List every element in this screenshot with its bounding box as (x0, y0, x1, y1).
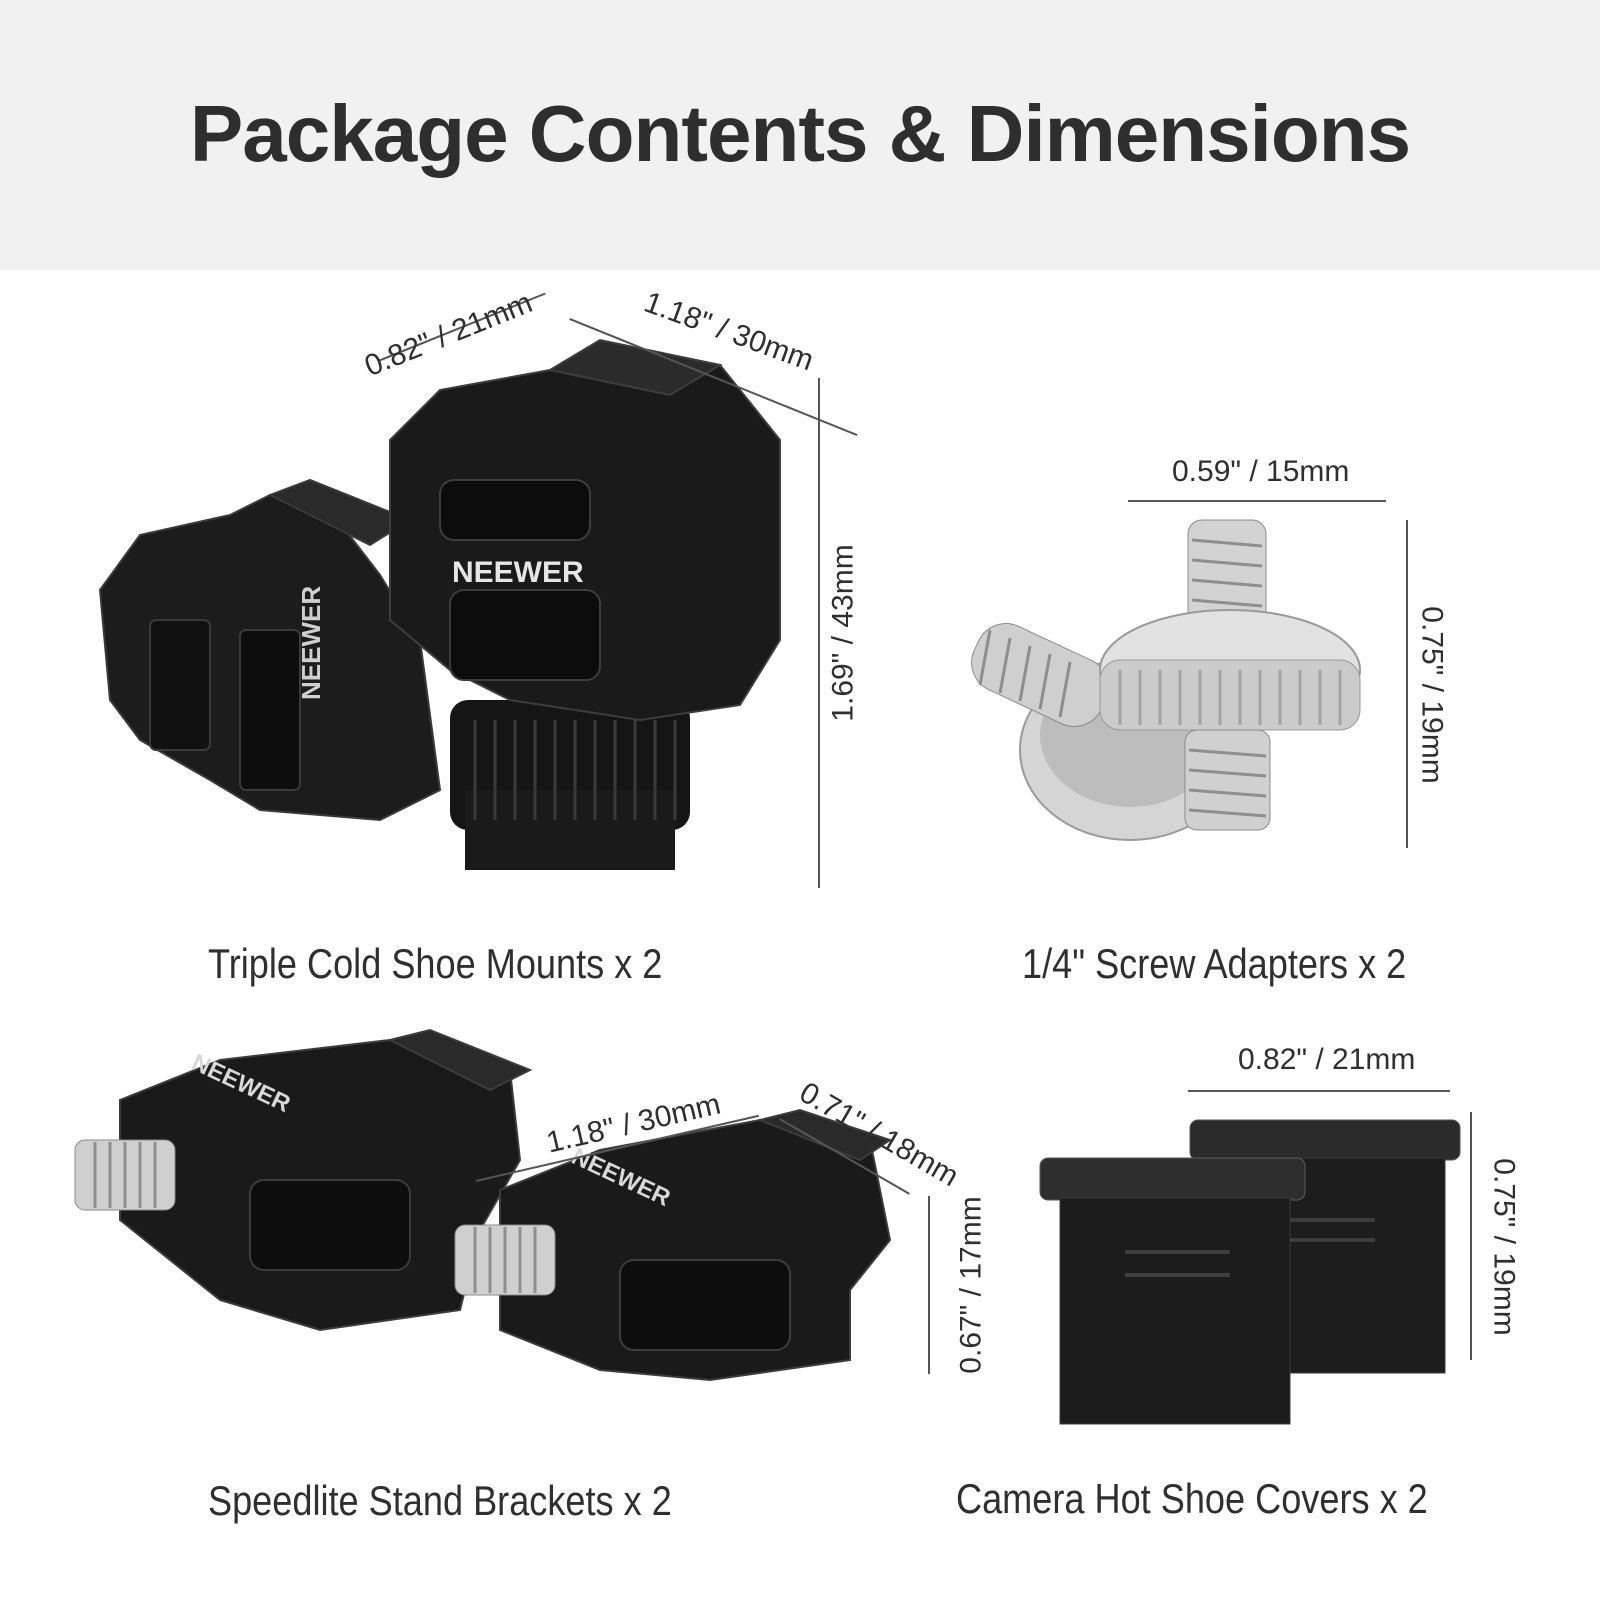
dim-label-cover-height: 0.75" / 19mm (1487, 1158, 1521, 1336)
dim-label-cover-width: 0.82" / 21mm (1238, 1043, 1416, 1076)
caption-screw-adapters: 1/4" Screw Adapters x 2 (1022, 940, 1407, 987)
dim-line-height (818, 378, 820, 888)
front-mount-logo: NEEWER (452, 556, 584, 589)
speedlite-stand-brackets-image: NEEWER NEEWER (74, 1028, 893, 1382)
dim-line-adapter-width (1128, 500, 1386, 502)
caption-triple-cold-shoe: Triple Cold Shoe Mounts x 2 (208, 940, 663, 987)
dim-label-adapter-height: 0.75" / 19mm (1415, 606, 1449, 784)
back-mount-logo: NEEWER (296, 586, 326, 700)
dim-label-bracket-height: 0.67" / 17mm (954, 1196, 988, 1374)
triple-cold-shoe-mounts-image: NEEWER NEEWER (98, 338, 781, 870)
header-band: Package Contents & Dimensions (0, 0, 1600, 270)
dim-line-bracket-height (928, 1196, 930, 1374)
hot-shoe-covers-image (1039, 1119, 1461, 1425)
dim-label-height: 1.69" / 43mm (826, 544, 860, 722)
caption-speedlite-brackets: Speedlite Stand Brackets x 2 (208, 1477, 672, 1524)
dim-label-adapter-width: 0.59" / 15mm (1172, 455, 1350, 488)
dim-line-cover-width (1188, 1090, 1450, 1092)
page-title: Package Contents & Dimensions (189, 89, 1411, 178)
dim-line-cover-height (1470, 1112, 1472, 1360)
caption-hot-shoe-covers: Camera Hot Shoe Covers x 2 (956, 1475, 1428, 1522)
screw-adapters-image (971, 519, 1361, 841)
dim-line-adapter-height (1406, 520, 1408, 848)
